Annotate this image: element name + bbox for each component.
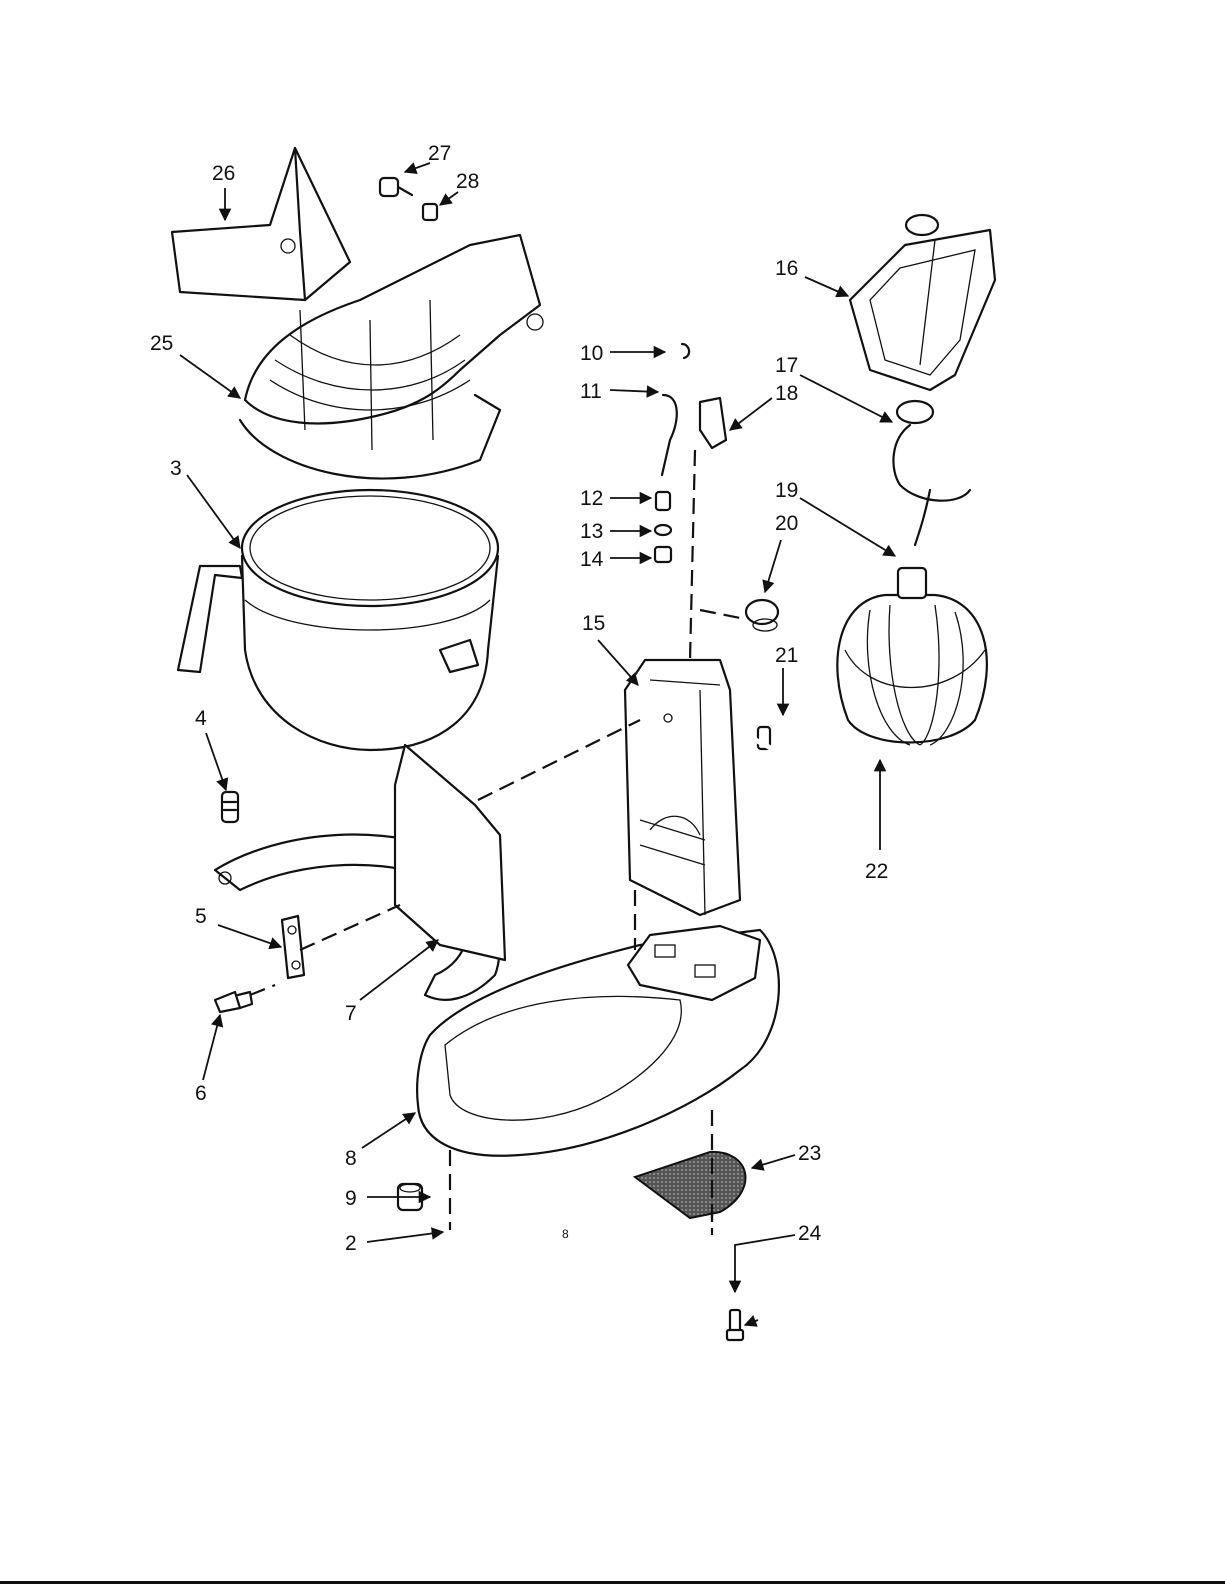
screw xyxy=(215,992,252,1012)
callout-14: 14 xyxy=(580,548,604,571)
callout-5: 5 xyxy=(195,905,207,928)
clamp-bracket xyxy=(282,916,304,978)
callout-4: 4 xyxy=(195,707,207,730)
callout-21: 21 xyxy=(775,644,798,667)
callout-19: 19 xyxy=(775,479,798,502)
dough-hook xyxy=(893,401,970,545)
callout-7: 7 xyxy=(345,1002,357,1025)
callout-25: 25 xyxy=(150,332,173,355)
callout-27: 27 xyxy=(428,142,451,165)
splash-shield xyxy=(172,148,350,300)
callout-24: 24 xyxy=(798,1222,822,1245)
column xyxy=(625,660,740,915)
callout-8: 8 xyxy=(345,1147,357,1170)
callout-18: 18 xyxy=(775,382,798,405)
hinge-pin xyxy=(380,178,412,196)
wire-whip xyxy=(837,568,987,745)
callout-3: 3 xyxy=(170,457,182,480)
bowl-support xyxy=(215,745,505,1000)
base-plate xyxy=(635,1152,745,1218)
callout-2: 2 xyxy=(345,1232,357,1255)
callout-12: 12 xyxy=(580,487,603,510)
callout-6: 6 xyxy=(195,1082,207,1105)
base-screw xyxy=(727,1310,743,1340)
callout-28: 28 xyxy=(456,170,479,193)
callout-10: 10 xyxy=(580,342,603,365)
callout-13: 13 xyxy=(580,520,603,543)
clamp-screw xyxy=(222,792,238,822)
callout-22: 22 xyxy=(865,860,888,883)
callout-9: 9 xyxy=(345,1187,357,1210)
bottom-rule xyxy=(0,1581,1225,1584)
lift-parts xyxy=(655,344,726,562)
callout-23: 23 xyxy=(798,1142,821,1165)
callout-26: 26 xyxy=(212,162,235,185)
flat-beater xyxy=(850,215,995,390)
callout-11: 11 xyxy=(580,380,602,403)
callout-17: 17 xyxy=(775,354,798,377)
callout-20: 20 xyxy=(775,512,798,535)
footnote-mark: 8 xyxy=(562,1227,569,1241)
lift-knob xyxy=(746,600,778,631)
hinge-knob xyxy=(423,204,437,220)
callout-16: 16 xyxy=(775,257,798,280)
callout-15: 15 xyxy=(582,612,605,635)
